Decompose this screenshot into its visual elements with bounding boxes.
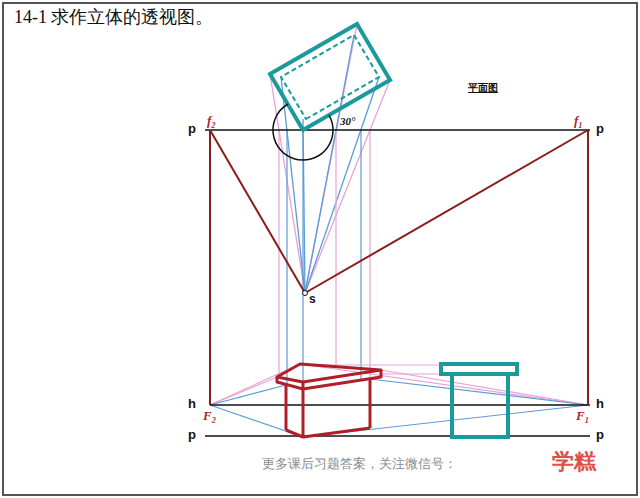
sheet-title: 14-1 求作立体的透视图。	[14, 8, 214, 28]
sheet-frame	[3, 3, 637, 495]
point-letter: F₁	[576, 409, 589, 423]
line-letter: h	[596, 397, 604, 411]
point-letter: F₂	[203, 409, 216, 423]
point-letter: f₁	[574, 114, 583, 128]
plan-roof	[270, 24, 390, 130]
line-letter: p	[188, 428, 196, 442]
watermark: 更多课后习题答案，关注微信号：	[262, 457, 457, 471]
watermark-logo: 学糕	[552, 450, 596, 474]
line-letter: p	[596, 122, 604, 136]
sight-lines	[270, 24, 390, 293]
side-elevation	[441, 364, 517, 437]
vanishing-lines	[210, 364, 588, 437]
line-letter: h	[188, 397, 196, 411]
perspective-solid	[277, 364, 381, 437]
line-letter: p	[188, 122, 196, 136]
station-point	[303, 291, 308, 296]
view-name: 平面图	[468, 82, 498, 93]
horizon-line	[210, 404, 590, 406]
point-letter: f₂	[207, 114, 216, 128]
picture-plane-line	[205, 129, 590, 131]
plan-body	[281, 35, 379, 119]
line-letter: p	[596, 428, 604, 442]
point-letter: s	[309, 293, 316, 306]
angle-arc	[273, 104, 333, 160]
angle-value: 30°	[340, 115, 355, 127]
vanishing-construction	[210, 130, 588, 405]
ground-line	[205, 435, 590, 437]
projection-verticals	[279, 130, 370, 385]
